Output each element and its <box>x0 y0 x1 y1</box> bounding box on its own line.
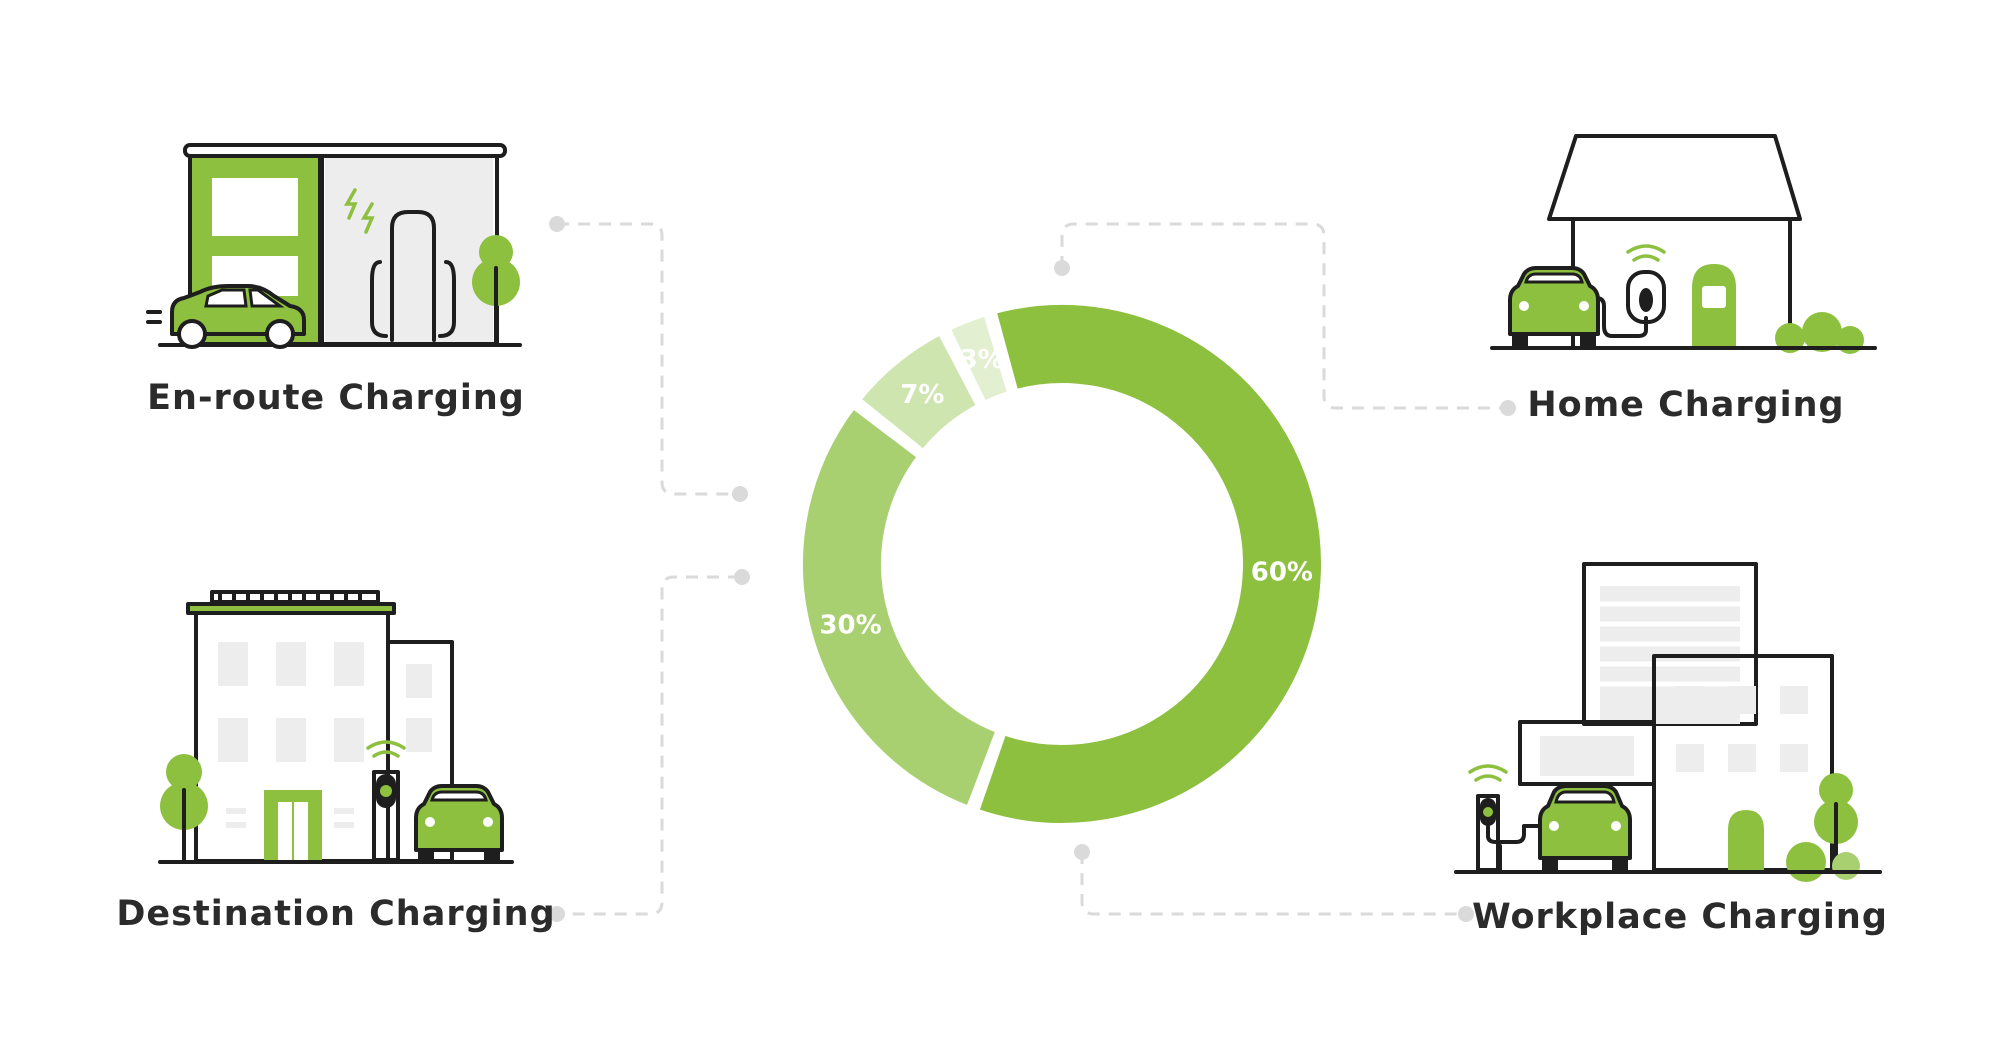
connector-dot <box>1458 906 1474 922</box>
connector-home <box>1060 222 1508 410</box>
donut-data-label: 60% <box>1251 558 1313 588</box>
connector-dot <box>732 486 748 502</box>
hotel-charger-car-icon <box>158 590 514 864</box>
donut-data-label: 3% <box>960 345 1004 375</box>
donut-slice-home-charging <box>972 299 1327 829</box>
connector-dot <box>1054 260 1070 276</box>
connector-destination <box>557 575 740 916</box>
donut-slice-en-route-charging <box>943 309 1015 408</box>
category-label-enroute: En-route Charging <box>147 378 525 418</box>
connector-workplace <box>1080 852 1466 916</box>
connector-dot <box>1074 844 1090 860</box>
donut-data-label: 7% <box>900 380 944 410</box>
connector-dot <box>549 216 565 232</box>
category-label-home: Home Charging <box>1527 385 1844 425</box>
connectors <box>549 216 1516 922</box>
category-label-workplace: Workplace Charging <box>1472 897 1888 937</box>
connector-dot <box>549 906 565 922</box>
donut-chart: 60% 30% 7% 3% <box>797 299 1327 829</box>
connector-dot <box>734 569 750 585</box>
donut-data-label: 30% <box>819 611 881 641</box>
house-wallbox-car-icon <box>1490 134 1877 354</box>
donut-slice-destination-charging <box>853 327 984 457</box>
donut-slice-workplace-charging <box>797 401 1003 813</box>
connector-dot <box>1500 400 1516 416</box>
connector-enroute <box>557 222 738 496</box>
charging-station-car-icon <box>146 143 522 349</box>
category-label-destination: Destination Charging <box>116 894 555 934</box>
office-charger-car-icon <box>1454 562 1882 882</box>
